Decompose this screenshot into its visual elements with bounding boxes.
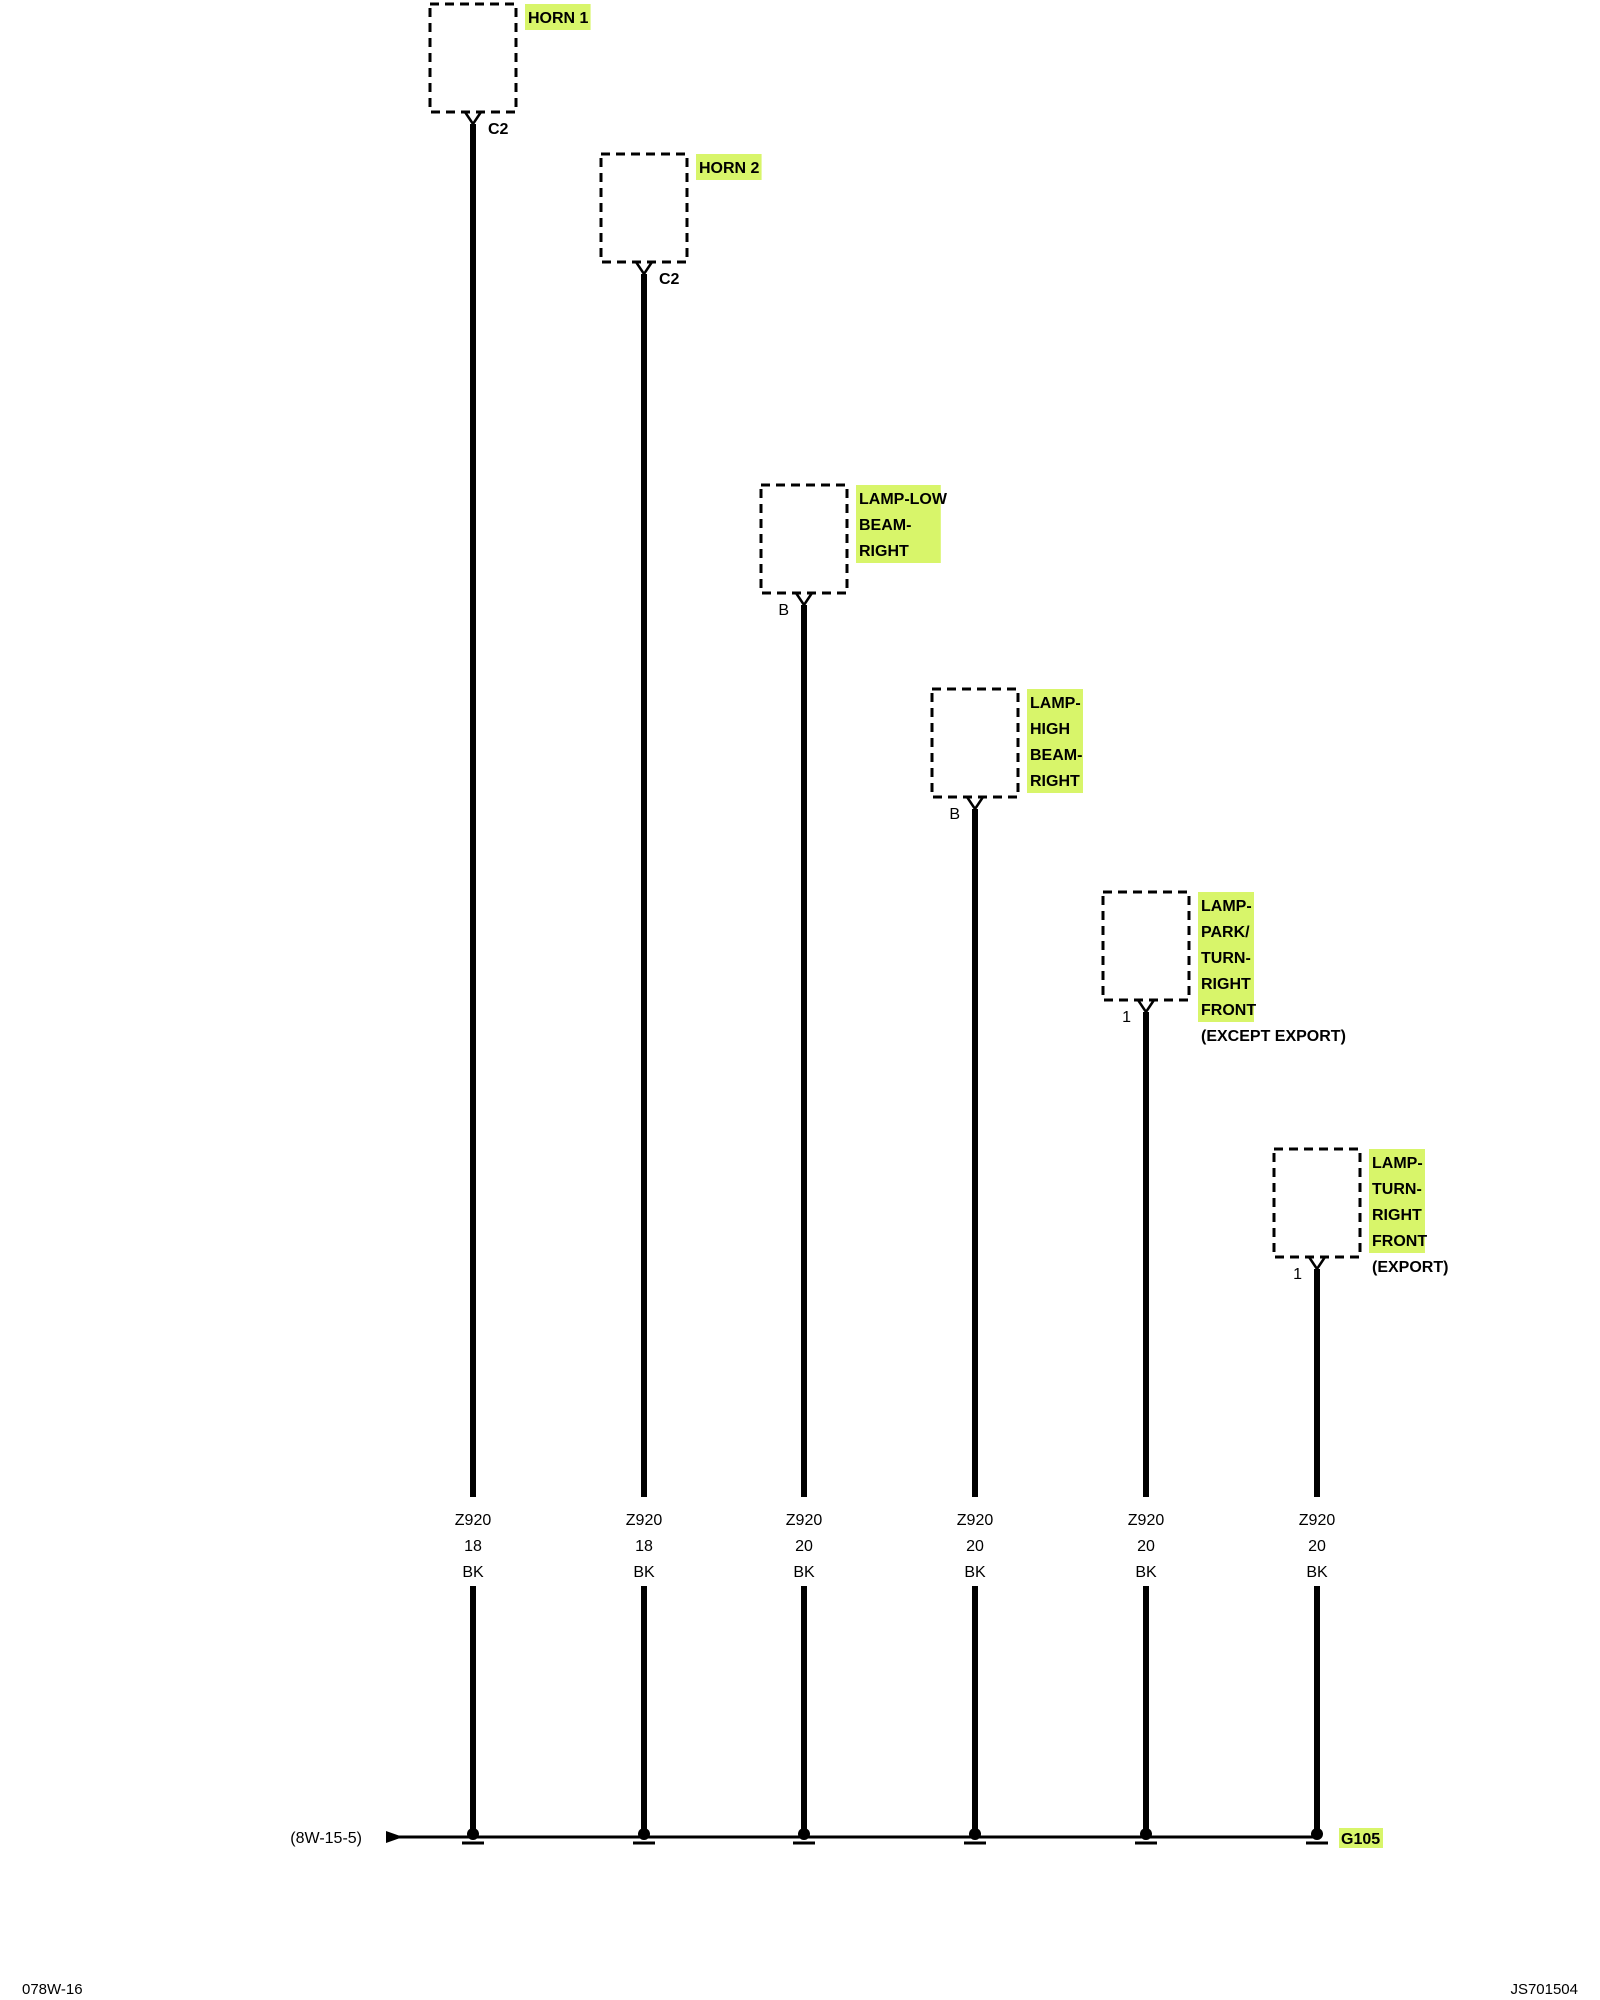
wire-circuit-label: Z920 bbox=[786, 1512, 823, 1529]
connector-symbol bbox=[463, 111, 483, 127]
component-label-highlight bbox=[1198, 892, 1254, 1022]
component-label: FRONT bbox=[1201, 1002, 1256, 1019]
component-box bbox=[1101, 890, 1191, 1002]
component-box bbox=[930, 687, 1020, 799]
component-label: PARK/ bbox=[1201, 924, 1250, 941]
component-label: LAMP- bbox=[1201, 898, 1252, 915]
component-label: LAMP-LOW bbox=[859, 491, 948, 508]
wire-color-label: BK bbox=[462, 1564, 484, 1581]
component-box bbox=[428, 2, 518, 114]
component-box bbox=[599, 152, 689, 264]
connector-symbol bbox=[634, 261, 654, 277]
connector-pin-label: 1 bbox=[1122, 1009, 1131, 1026]
bus-reference-label: (8W-15-5) bbox=[290, 1830, 362, 1847]
component-box bbox=[759, 483, 849, 595]
wire-color-label: BK bbox=[633, 1564, 655, 1581]
connector-pin-label: C2 bbox=[659, 271, 680, 288]
connector-pin-label: B bbox=[949, 806, 960, 823]
wire-gauge-label: 20 bbox=[1137, 1538, 1155, 1555]
wire-circuit-label: Z920 bbox=[626, 1512, 663, 1529]
component-label-highlight bbox=[525, 4, 591, 30]
component-label: LAMP- bbox=[1030, 695, 1081, 712]
component-label: BEAM- bbox=[1030, 747, 1082, 764]
component-label: RIGHT bbox=[1201, 976, 1251, 993]
wire-circuit-label: Z920 bbox=[1299, 1512, 1336, 1529]
component-label-highlight bbox=[1369, 1149, 1425, 1253]
connector-symbol bbox=[1307, 1256, 1327, 1272]
component-label: RIGHT bbox=[1372, 1207, 1422, 1224]
connector-pin-label: C2 bbox=[488, 121, 509, 138]
wire-circuit-label: Z920 bbox=[455, 1512, 492, 1529]
component-note: (EXPORT) bbox=[1372, 1259, 1448, 1276]
ground-bus bbox=[386, 1831, 1318, 1843]
wire-color-label: BK bbox=[1135, 1564, 1157, 1581]
component-label: HORN 2 bbox=[699, 160, 760, 177]
footer-right: JS701504 bbox=[1510, 1981, 1578, 1998]
component-label-highlight bbox=[1027, 689, 1083, 793]
component-label: HORN 1 bbox=[528, 10, 589, 27]
wire-gauge-label: 18 bbox=[464, 1538, 482, 1555]
wire-gauge-label: 18 bbox=[635, 1538, 653, 1555]
component-label-highlight bbox=[696, 154, 762, 180]
connector-symbol bbox=[965, 796, 985, 812]
ground-label: G105 bbox=[1341, 1831, 1380, 1848]
connector-symbol bbox=[794, 592, 814, 608]
wire-gauge-label: 20 bbox=[795, 1538, 813, 1555]
component-label: LAMP- bbox=[1372, 1155, 1423, 1172]
component-label: BEAM- bbox=[859, 517, 911, 534]
connector-symbol bbox=[1136, 999, 1156, 1015]
component-label: TURN- bbox=[1201, 950, 1251, 967]
wire-color-label: BK bbox=[793, 1564, 815, 1581]
footer-left: 078W-16 bbox=[22, 1981, 83, 1998]
component-label: FRONT bbox=[1372, 1233, 1427, 1250]
wire-gauge-label: 20 bbox=[966, 1538, 984, 1555]
component-label-highlight bbox=[856, 485, 941, 563]
wire-color-label: BK bbox=[1306, 1564, 1328, 1581]
connector-pin-label: B bbox=[778, 602, 789, 619]
component-note: (EXCEPT EXPORT) bbox=[1201, 1028, 1346, 1045]
component-box bbox=[1272, 1147, 1362, 1259]
wire-circuit-label: Z920 bbox=[957, 1512, 994, 1529]
component-label: TURN- bbox=[1372, 1181, 1422, 1198]
wire-gauge-label: 20 bbox=[1308, 1538, 1326, 1555]
ground-label-highlight bbox=[1339, 1828, 1383, 1848]
connector-pin-label: 1 bbox=[1293, 1266, 1302, 1283]
wire-color-label: BK bbox=[964, 1564, 986, 1581]
component-label: RIGHT bbox=[1030, 773, 1080, 790]
component-label: HIGH bbox=[1030, 721, 1070, 738]
component-label: RIGHT bbox=[859, 543, 909, 560]
wire-circuit-label: Z920 bbox=[1128, 1512, 1165, 1529]
